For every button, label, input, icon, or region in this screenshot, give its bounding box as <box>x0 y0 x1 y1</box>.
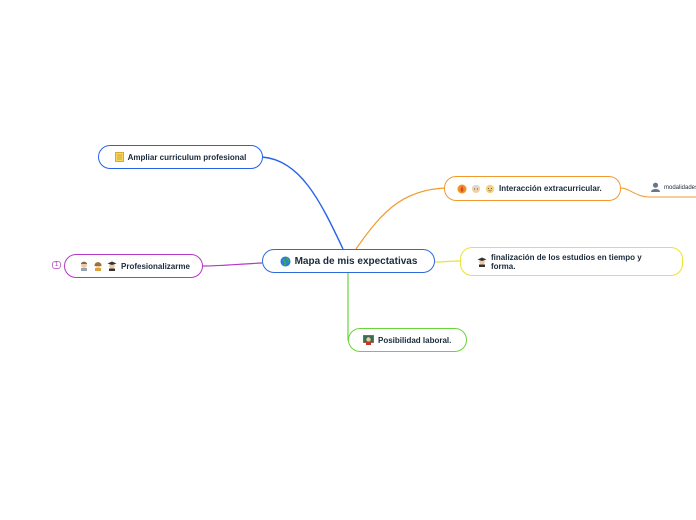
topic-finalizacion-line1: finalización de los estudios en tiempo y <box>491 252 642 262</box>
face-icon <box>485 184 495 194</box>
teacher-icon <box>363 335 374 345</box>
topic-profesionalizarme-label: Profesionalizarme <box>121 261 190 271</box>
notepad-icon <box>114 152 124 162</box>
subtopic-modalidades-label: modalidades <box>664 185 696 191</box>
central-topic[interactable]: Mapa de mis expectativas <box>262 249 435 273</box>
user-icon <box>650 182 661 194</box>
elder-icon <box>471 184 481 194</box>
connector-finalizacion <box>434 260 461 263</box>
topic-finalizacion-estudios[interactable]: finalización de los estudios en tiempo y… <box>460 247 683 276</box>
connector-profesionalizarme <box>202 262 263 267</box>
subtopic-modalidades[interactable]: modalidades <box>650 181 696 195</box>
topic-ampliar-curriculum[interactable]: Ampliar curriculum profesional <box>98 145 263 169</box>
topic-finalizacion-text: finalización de los estudios en tiempo y… <box>491 253 642 271</box>
connector-posibilidad <box>347 273 349 341</box>
graduate-icon <box>477 257 487 267</box>
person-icon <box>79 261 89 271</box>
topic-ampliar-label: Ampliar curriculum profesional <box>127 152 247 162</box>
globe-icon <box>280 255 291 267</box>
connector-modalidades <box>620 187 696 198</box>
connector-interaccion <box>355 187 446 250</box>
collapse-toggle[interactable]: 1 <box>52 261 61 269</box>
topic-posibilidad-laboral[interactable]: Posibilidad laboral. <box>348 328 467 352</box>
topic-interaccion-extracurricular[interactable]: Interacción extracurricular. <box>444 176 621 201</box>
topic-posibilidad-label: Posibilidad laboral. <box>378 335 452 345</box>
topic-profesionalizarme[interactable]: Profesionalizarme <box>64 254 203 278</box>
topic-finalizacion-line2: forma. <box>491 261 516 271</box>
connector-ampliar <box>261 156 344 250</box>
fire-icon <box>457 184 467 194</box>
graduate-icon <box>107 261 117 271</box>
topic-interaccion-label: Interacción extracurricular. <box>499 184 602 193</box>
woman-icon <box>93 261 103 271</box>
central-topic-label: Mapa de mis expectativas <box>294 255 418 267</box>
